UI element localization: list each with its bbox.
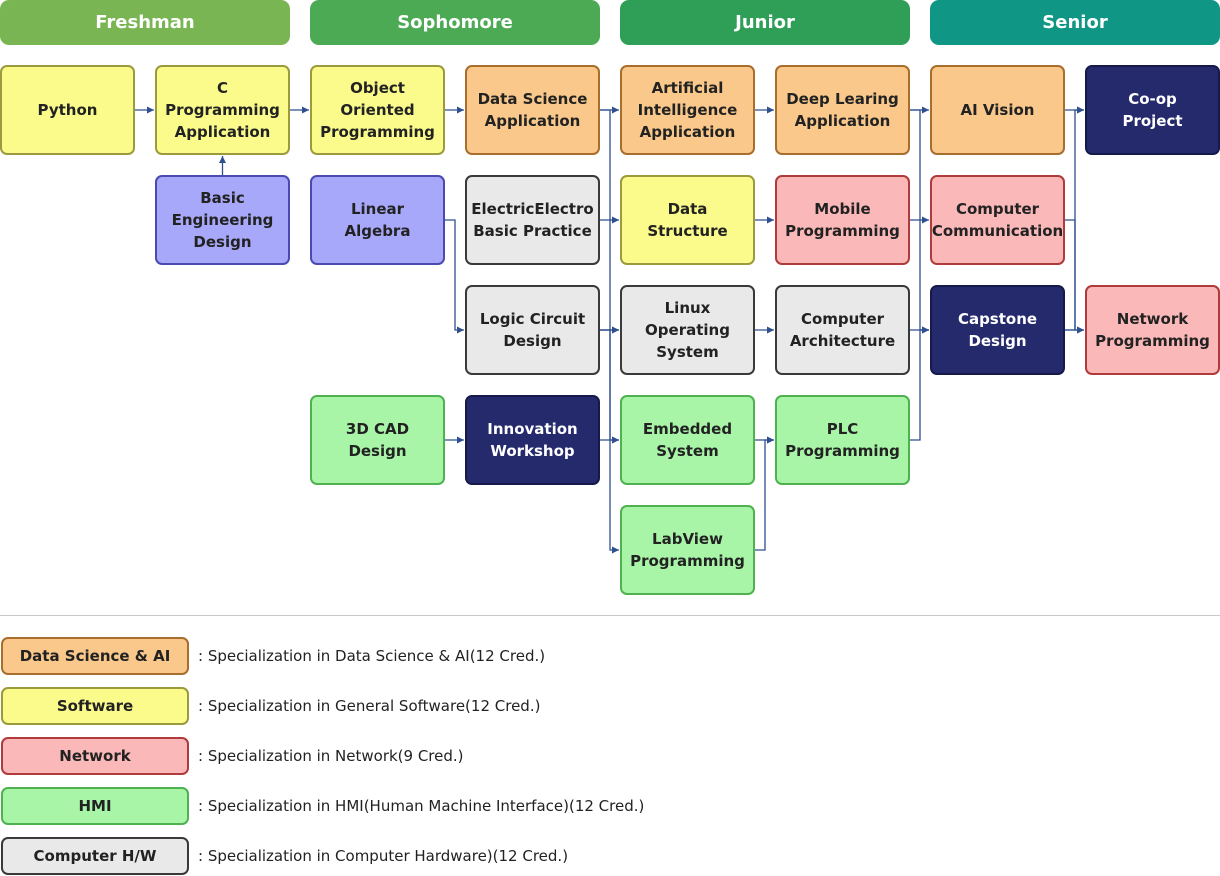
prerequisite-arrows: [135, 106, 1084, 554]
course-mobile-programming: Mobile Programming: [775, 175, 910, 265]
course-capstone-design: Capstone Design: [930, 285, 1065, 375]
arrow-electric-to-linux: [600, 219, 619, 334]
course-labview: LabView Programming: [620, 505, 755, 595]
course-deep-learning: Deep Learing Application: [775, 65, 910, 155]
course-basic-engineering: Basic Engineering Design: [155, 175, 290, 265]
legend-desc-hmi: : Specialization in HMI(Human Machine In…: [198, 797, 645, 815]
header-freshman: Freshman: [0, 0, 290, 45]
legend-swatch-software: Software: [1, 687, 189, 725]
course-linux-os: Linux Operating System: [620, 285, 755, 375]
course-c-programming: C Programming Application: [155, 65, 290, 155]
course-linear-algebra: Linear Algebra: [310, 175, 445, 265]
header-junior: Junior: [620, 0, 910, 45]
course-innovation-workshop: Innovation Workshop: [465, 395, 600, 485]
course-ai-vision: AI Vision: [930, 65, 1065, 155]
course-coop-project: Co-op Project: [1085, 65, 1220, 155]
course-network-programming: Network Programming: [1085, 285, 1220, 375]
course-data-structure: Data Structure: [620, 175, 755, 265]
arrow-labview-to-plc: [755, 436, 774, 551]
legend-swatch-computer-hw: Computer H/W: [1, 837, 189, 875]
arrow-comp_comm-to-network_prog: [1065, 219, 1084, 334]
legend-desc-software: : Specialization in General Software(12 …: [198, 697, 541, 715]
legend-desc-computer-hw: : Specialization in Computer Hardware)(1…: [198, 847, 569, 865]
course-python: Python: [0, 65, 135, 155]
header-sophomore: Sophomore: [310, 0, 600, 45]
legend-swatch-network: Network: [1, 737, 189, 775]
course-computer-communication: Computer Communication: [930, 175, 1065, 265]
arrow-ds_app-to-data_struct: [600, 109, 619, 224]
course-plc-programming: PLC Programming: [775, 395, 910, 485]
course-oop: Object Oriented Programming: [310, 65, 445, 155]
legend-divider: [0, 615, 1220, 616]
legend-swatch-hmi: HMI: [1, 787, 189, 825]
legend-desc-network: : Specialization in Network(9 Cred.): [198, 747, 464, 765]
legend-desc-data-science: : Specialization in Data Science & AI(12…: [198, 647, 546, 665]
course-embedded-system: Embedded System: [620, 395, 755, 485]
course-data-science-app: Data Science Application: [465, 65, 600, 155]
course-electric-electro: ElectricElectro Basic Practice: [465, 175, 600, 265]
arrow-plc-to-capstone: [910, 326, 929, 441]
course-logic-circuit: Logic Circuit Design: [465, 285, 600, 375]
legend-swatch-data-science: Data Science & AI: [1, 637, 189, 675]
course-3d-cad: 3D CAD Design: [310, 395, 445, 485]
course-ai-application: Artificial Intelligence Application: [620, 65, 755, 155]
course-computer-architecture: Computer Architecture: [775, 285, 910, 375]
arrow-linear-to-logic: [445, 219, 464, 334]
header-senior: Senior: [930, 0, 1220, 45]
